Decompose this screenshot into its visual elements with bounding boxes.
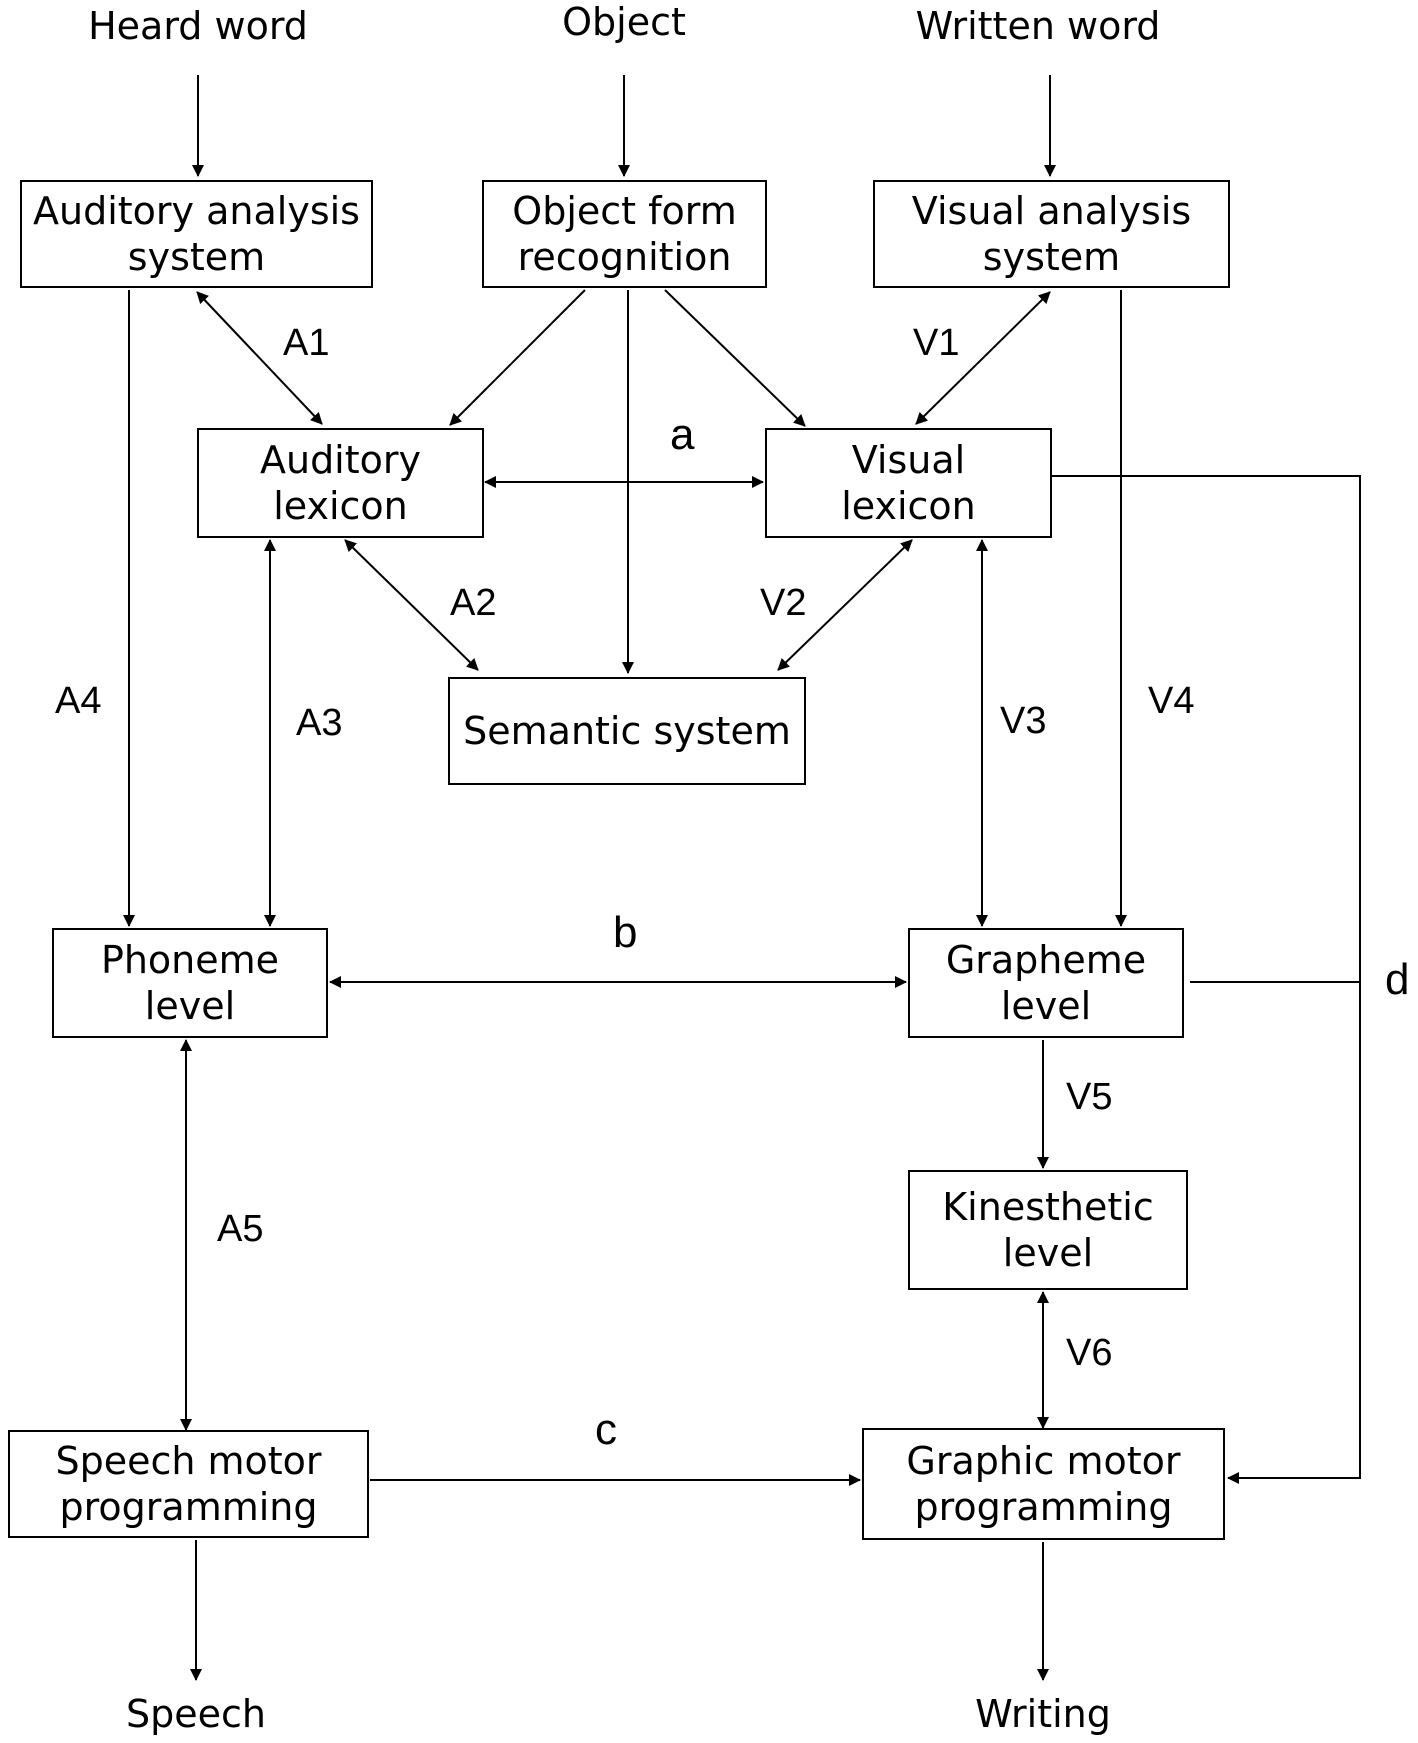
kinesthetic-level-box: Kinesthetic level (908, 1170, 1188, 1290)
route-label-c: c (595, 1405, 617, 1454)
visual-analysis-system-box: Visual analysis system (873, 180, 1230, 288)
grapheme-level-box: Grapheme level (908, 928, 1184, 1038)
auditory-analysis-system-box: Auditory analysis system (20, 180, 373, 288)
arrow-object-to-auditory-lexicon (449, 289, 586, 426)
visual-lexicon-box: Visual lexicon (765, 428, 1052, 538)
arrow-a1 (196, 291, 323, 425)
pathway-label-v1: V1 (913, 322, 960, 364)
pathway-label-v4: V4 (1148, 680, 1195, 722)
output-speech: Speech (126, 1692, 266, 1736)
pathway-label-a4: A4 (55, 680, 102, 722)
input-object: Object (562, 0, 686, 44)
pathway-label-v5: V5 (1066, 1076, 1113, 1118)
arrow-v2 (777, 539, 913, 671)
input-heard-word: Heard word (88, 4, 308, 48)
pathway-label-v2: V2 (760, 582, 807, 624)
graphic-motor-programming-box: Graphic motor programming (862, 1428, 1225, 1540)
auditory-lexicon-box: Auditory lexicon (197, 428, 484, 538)
input-written-word: Written word (915, 4, 1161, 48)
arrow-v1 (915, 291, 1051, 425)
arrow-a2 (344, 539, 479, 671)
pathway-label-a5: A5 (217, 1208, 264, 1250)
pathway-label-v3: V3 (1000, 700, 1047, 742)
speech-motor-programming-box: Speech motor programming (8, 1430, 369, 1538)
arrow-object-to-visual-lexicon (664, 289, 806, 427)
pathway-label-a2: A2 (450, 582, 497, 624)
semantic-system-box: Semantic system (448, 677, 806, 785)
pathway-label-a1: A1 (283, 322, 330, 364)
output-writing: Writing (975, 1692, 1111, 1736)
phoneme-level-box: Phoneme level (52, 928, 328, 1038)
route-label-b: b (613, 908, 638, 957)
line-route-d (1052, 475, 1361, 1484)
route-label-a: a (670, 410, 695, 459)
object-form-recognition-box: Object form recognition (482, 180, 767, 288)
pathway-label-v6: V6 (1066, 1332, 1113, 1374)
route-label-d: d (1385, 955, 1410, 1004)
pathway-label-a3: A3 (296, 702, 343, 744)
